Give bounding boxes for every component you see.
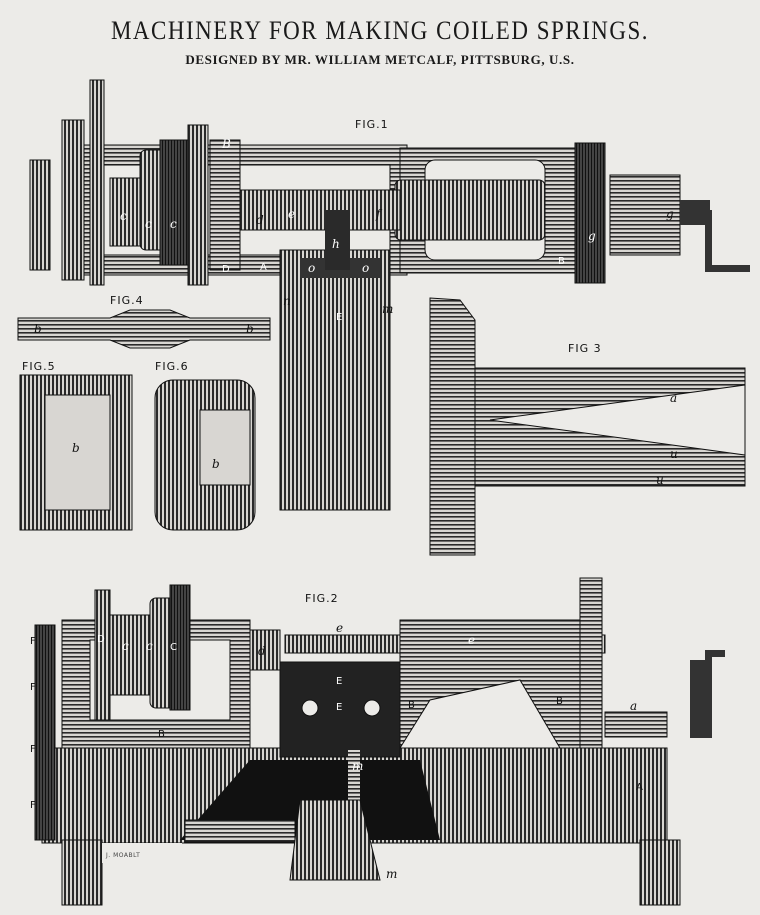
page-title: MACHINERY FOR MAKING COILED SPRINGS. (110, 16, 650, 45)
part-letter: e (288, 207, 295, 221)
fig5-label: FIG.5 (22, 360, 56, 373)
engraver-signature: J. MOABLT (105, 852, 140, 859)
part-letter: b (34, 322, 42, 336)
part-letter: c (122, 639, 129, 653)
part-letter: A (260, 262, 267, 273)
part-letter: h (332, 237, 340, 251)
part-letter: d (258, 644, 266, 658)
part-letter: o (362, 261, 369, 275)
part-letter: m (382, 302, 393, 316)
part-letter: o (308, 261, 315, 275)
part-letter: b (212, 457, 220, 471)
figure-6: FIG.6 b (154, 360, 256, 531)
part-letter: f (375, 207, 383, 221)
part-letter: m (386, 867, 397, 881)
figure-1: FIG.1 B c c c d e h f g g B D A o o n E … (29, 79, 750, 511)
fig6-label: FIG.6 (155, 360, 189, 373)
fig1-label: FIG.1 (355, 118, 389, 131)
part-letter: D (97, 634, 105, 645)
part-letter: F (30, 800, 36, 811)
part-letter: a (630, 699, 637, 713)
page-subtitle: DESIGNED BY MR. WILLIAM METCALF, PITTSBU… (185, 52, 575, 67)
part-letter: c (170, 217, 177, 231)
part-letter: A (636, 782, 643, 793)
figure-3: FIG 3 a u u (429, 297, 746, 556)
part-letter: m (352, 759, 363, 773)
figure-5: FIG.5 b (19, 360, 133, 531)
part-letter: C (170, 642, 177, 653)
part-letter: E (336, 702, 342, 713)
part-letter: d (256, 213, 264, 227)
part-letter: b (246, 322, 254, 336)
part-letter: c (145, 217, 152, 231)
part-letter: F (30, 636, 36, 647)
part-letter: u (670, 447, 678, 461)
part-letter: E (336, 312, 342, 323)
part-letter: b (72, 441, 80, 455)
part-letter: F (30, 682, 36, 693)
part-letter: B (408, 700, 415, 711)
part-letter: g (588, 229, 596, 243)
part-letter: B (221, 137, 231, 151)
part-letter: e (336, 621, 343, 635)
fig3-label: FIG 3 (568, 342, 602, 355)
figure-4: FIG.4 b b (17, 294, 271, 349)
part-letter: g (666, 207, 674, 221)
part-letter: B (556, 696, 563, 707)
part-letter: F (30, 744, 36, 755)
part-letter: u (656, 473, 664, 487)
fig2-label: FIG.2 (305, 592, 339, 605)
part-letter: e (468, 633, 475, 647)
figure-2: J. MOABLT FIG.2 F F F F D c c C d e e E … (30, 577, 725, 906)
part-letter: E (336, 676, 342, 687)
part-letter: n (283, 294, 291, 308)
part-letter: a (670, 391, 677, 405)
part-letter: c (146, 639, 153, 653)
part-letter: D (222, 264, 230, 275)
part-letter: B (158, 729, 165, 740)
part-letter: B (558, 256, 565, 267)
fig4-label: FIG.4 (110, 294, 144, 307)
part-letter: c (120, 209, 127, 223)
